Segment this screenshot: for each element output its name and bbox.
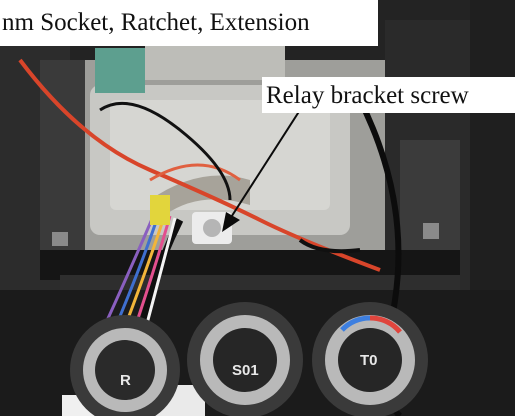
right-clip (423, 223, 439, 239)
climate-knob-center (187, 302, 303, 416)
callout-arrow (227, 109, 301, 223)
green-tape (95, 48, 145, 93)
insulation-sleeve (150, 175, 250, 215)
knob-label-center: S01 (232, 362, 259, 379)
callout-arrowhead (222, 212, 240, 232)
knob-label-left: R (120, 372, 131, 389)
knob-label-right: T0 (360, 352, 378, 369)
red-wire (18, 58, 381, 272)
left-clip (52, 232, 68, 246)
tools-caption: nm Socket, Ratchet, Extension (0, 0, 378, 46)
climate-knob-left (70, 315, 180, 416)
yellow-connector (150, 195, 170, 225)
climate-knob-right (312, 302, 428, 416)
relay-screw-callout: Relay bracket screw (262, 77, 515, 113)
